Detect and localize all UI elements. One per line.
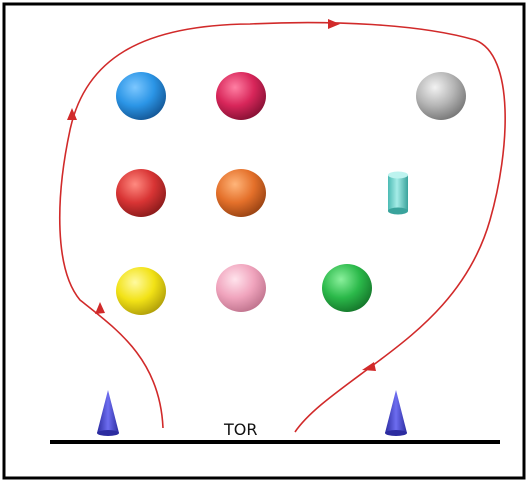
ball-orange (216, 169, 266, 217)
ball-red (116, 169, 166, 217)
ball-gray (416, 72, 466, 120)
ball-pink (216, 264, 266, 312)
ball-yellow (116, 267, 166, 315)
ball-green (322, 264, 372, 312)
ball-blue (116, 72, 166, 120)
cylinder-teal (388, 172, 408, 215)
goal-line-label: TOR (223, 420, 257, 439)
ball-crimson (216, 72, 266, 120)
